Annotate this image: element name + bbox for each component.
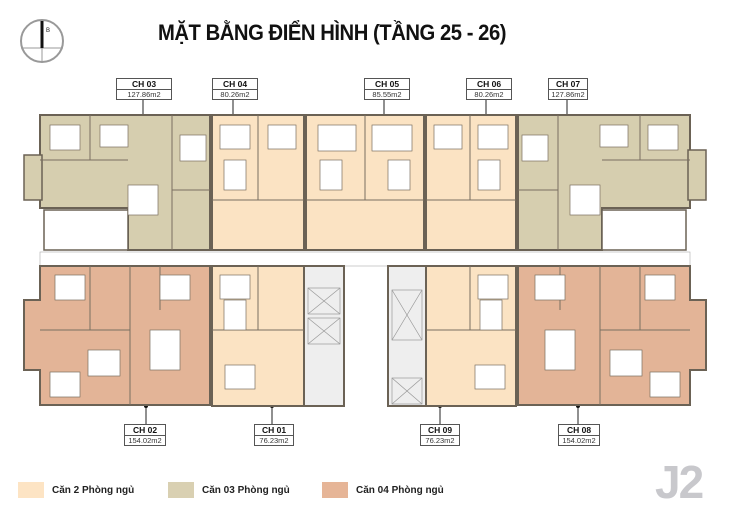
- building-badge: J2: [655, 456, 704, 508]
- legend-item-2br: Căn 2 Phòng ngủ: [18, 482, 134, 498]
- legend-item-3br: Căn 03 Phòng ngủ: [168, 482, 290, 498]
- unit-area: 154.02m2: [562, 436, 596, 445]
- unit-area: 80.26m2: [474, 90, 504, 99]
- legend-swatch: [18, 482, 44, 498]
- unit-label-ch04[interactable]: CH 04 80.26m2: [212, 78, 258, 100]
- unit-label-ch03[interactable]: CH 03 127.86m2: [116, 78, 172, 100]
- unit-code: CH 04: [213, 79, 257, 90]
- legend-label: Căn 03 Phòng ngủ: [202, 484, 290, 496]
- elevator-core: [303, 265, 427, 407]
- unit-area: 80.26m2: [220, 90, 250, 99]
- unit-code: CH 02: [125, 425, 165, 436]
- unit-label-ch01[interactable]: CH 01 76.23m2: [254, 424, 294, 446]
- unit-code: CH 09: [421, 425, 459, 436]
- legend-item-4br: Căn 04 Phòng ngủ: [322, 482, 444, 498]
- unit-ch07: [517, 114, 707, 251]
- unit-label-ch07[interactable]: CH 07 127.86m2: [548, 78, 588, 100]
- unit-code: CH 07: [549, 79, 587, 90]
- unit-area: 127.86m2: [551, 90, 585, 99]
- unit-label-ch08[interactable]: CH 08 154.02m2: [558, 424, 600, 446]
- unit-code: CH 03: [117, 79, 171, 90]
- unit-label-ch06[interactable]: CH 06 80.26m2: [466, 78, 512, 100]
- unit-area: 76.23m2: [425, 436, 455, 445]
- page-title: MẶT BẰNG ĐIỂN HÌNH (TẦNG 25 - 26): [158, 20, 507, 45]
- unit-area: 154.02m2: [128, 436, 162, 445]
- unit-code: CH 08: [559, 425, 599, 436]
- legend-label: Căn 2 Phòng ngủ: [52, 484, 135, 496]
- legend-label: Căn 04 Phòng ngủ: [356, 484, 444, 496]
- unit-code: CH 01: [255, 425, 293, 436]
- unit-code: CH 06: [467, 79, 511, 90]
- svg-text:B: B: [46, 28, 50, 34]
- legend-swatch: [168, 482, 194, 498]
- legend-swatch: [322, 482, 348, 498]
- unit-label-ch02[interactable]: CH 02 154.02m2: [124, 424, 166, 446]
- unit-label-ch05[interactable]: CH 05 85.55m2: [364, 78, 410, 100]
- unit-area: 127.86m2: [127, 90, 161, 99]
- unit-label-ch09[interactable]: CH 09 76.23m2: [420, 424, 460, 446]
- north-compass-icon: B: [20, 19, 64, 63]
- unit-area: 85.55m2: [372, 90, 402, 99]
- unit-area: 76.23m2: [259, 436, 289, 445]
- unit-code: CH 05: [365, 79, 409, 90]
